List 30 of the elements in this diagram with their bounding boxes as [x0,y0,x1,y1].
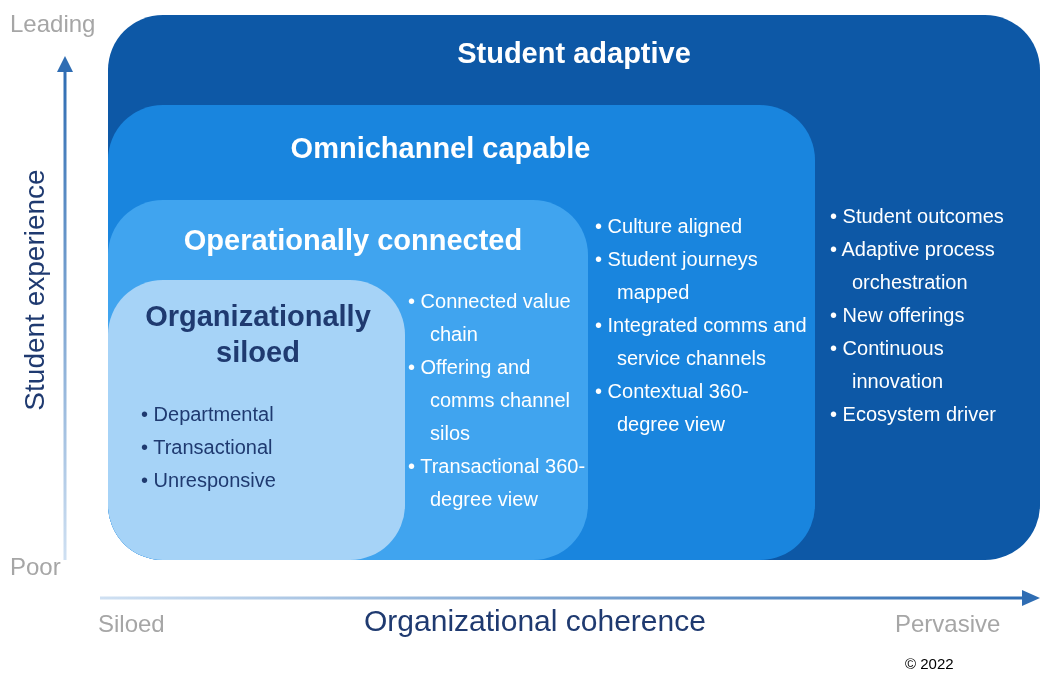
bullet-item: • Departmental [141,402,275,427]
bullet-item: • Transactional 360-degree view [408,454,586,512]
bullet-item: • Culture aligned [595,214,744,239]
bullet-item: • Offering and comms channel silos [408,355,572,446]
axis-title: Organizational coherence [364,604,706,638]
bullet-item: • Transactional [141,435,274,460]
bullet-item: • Student journeys mapped [595,247,759,305]
axis-end-label: Leading [10,10,96,38]
bullet-item: • Unresponsive [141,468,277,493]
axis-title: Student experience [19,169,51,411]
bullet-item: • Contextual 360-degree view [595,379,750,437]
bullet-item: • Integrated comms and service channels [595,313,807,371]
copyright-note: © 2022 [905,655,954,672]
stage-panel [108,15,1040,560]
stage-heading: Organizationally siloed [144,299,372,371]
stage-heading: Operationally connected [182,223,524,258]
stage-heading: Omnichannel capable [289,131,592,166]
bullet-item: • Ecosystem driver [830,402,997,427]
stage-panel [108,280,405,560]
axis-end-label: Poor [10,553,61,581]
bullet-item: • Student outcomes [830,204,1005,229]
stage-panel [108,200,588,560]
axis-end-label: Pervasive [895,610,1001,638]
bullet-item: • Adaptive process orchestration [830,237,996,295]
bullet-item: • Connected value chain [408,289,572,347]
stage-panel [108,105,815,560]
axis-end-label: Siloed [98,610,165,638]
bullet-item: • New offerings [830,303,966,328]
bullet-item: • Continuous innovation [830,336,945,394]
stage-heading: Student adaptive [456,36,692,71]
